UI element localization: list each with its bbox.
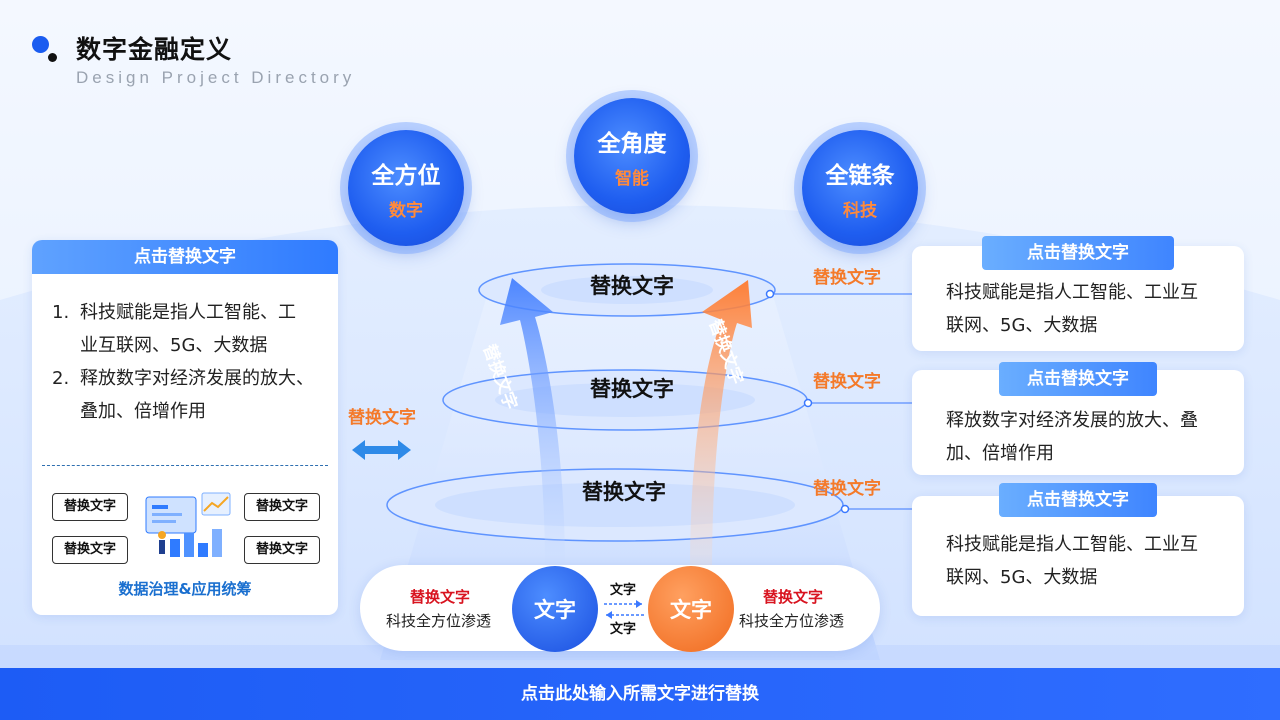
right-label-middle: 替换文字 — [813, 372, 881, 392]
left-card-caption: 数据治理&应用统筹 — [118, 580, 252, 598]
right-label-top: 替换文字 — [813, 268, 881, 288]
tag-top-left[interactable]: 替换文字 — [52, 493, 128, 521]
circle-all-chain: 全链条 科技 — [802, 130, 918, 246]
list-line: 业互联网、5G、大数据 — [80, 335, 268, 356]
right-card-1: 点击替换文字 科技赋能是指人工智能、工业互 联网、5G、大数据 — [912, 236, 1244, 351]
tag-bottom-left[interactable]: 替换文字 — [52, 536, 128, 564]
exchange-top-label: 文字 — [610, 583, 637, 598]
right-card-line: 科技赋能是指人工智能、工业互 — [946, 282, 1198, 303]
left-info-card: 点击替换文字 1. 科技赋能是指人工智能、工 业互联网、5G、大数据 2. 释放… — [32, 240, 338, 615]
layer-label-bottom: 替换文字 — [582, 480, 666, 504]
right-card-header[interactable]: 点击替换文字 — [999, 362, 1157, 396]
circle-main-label: 全角度 — [597, 130, 667, 157]
circle-sub-label: 数字 — [389, 200, 423, 221]
side-label-left: 替换文字 — [348, 408, 416, 428]
right-card-line: 联网、5G、大数据 — [946, 315, 1098, 336]
right-label-bottom: 替换文字 — [813, 479, 881, 499]
list-item: 2. 释放数字对经济发展的放大、 叠加、倍增作用 — [52, 362, 332, 428]
list-number: 2. — [52, 368, 70, 389]
right-card-line: 释放数字对经济发展的放大、叠 — [946, 410, 1198, 431]
bottom-circle-blue: 文字 — [512, 566, 598, 652]
right-card-text: 科技赋能是指人工智能、工业互 联网、5G、大数据 — [946, 276, 1198, 342]
circle-main-label: 全方位 — [371, 162, 441, 189]
layer-label-top: 替换文字 — [590, 274, 674, 298]
right-card-line: 加、倍增作用 — [946, 443, 1054, 464]
left-card-header[interactable]: 点击替换文字 — [32, 240, 338, 274]
exchange-bottom-label: 文字 — [610, 622, 637, 637]
list-line: 释放数字对经济发展的放大、 — [80, 368, 314, 389]
list-number: 1. — [52, 302, 70, 323]
tag-top-right[interactable]: 替换文字 — [244, 493, 320, 521]
right-card-3: 点击替换文字 科技赋能是指人工智能、工业互 联网、5G、大数据 — [912, 483, 1244, 616]
left-card-list: 1. 科技赋能是指人工智能、工 业互联网、5G、大数据 2. 释放数字对经济发展… — [52, 296, 332, 428]
circle-sub-label: 科技 — [843, 200, 877, 221]
exchange-arrows-icon — [604, 600, 644, 619]
right-card-header[interactable]: 点击替换文字 — [999, 483, 1157, 517]
circle-all-angle: 全角度 智能 — [574, 98, 690, 214]
right-card-line: 联网、5G、大数据 — [946, 567, 1098, 588]
data-governance-illustration — [145, 492, 231, 557]
title-dot-dark — [48, 53, 57, 62]
list-item: 1. 科技赋能是指人工智能、工 业互联网、5G、大数据 — [52, 296, 332, 362]
bottom-right-text: 科技全方位渗透 — [739, 612, 845, 630]
circle-all-direction: 全方位 数字 — [348, 130, 464, 246]
page-subtitle: Design Project Directory — [76, 68, 356, 87]
list-line: 叠加、倍增作用 — [80, 401, 206, 422]
circle-sub-label: 智能 — [615, 168, 649, 189]
circle-main-label: 全链条 — [825, 162, 895, 189]
bottom-right-title: 替换文字 — [763, 588, 824, 606]
list-line: 科技赋能是指人工智能、工 — [80, 302, 296, 323]
bottom-left-text: 科技全方位渗透 — [386, 612, 492, 630]
right-card-2: 点击替换文字 释放数字对经济发展的放大、叠 加、倍增作用 — [912, 362, 1244, 475]
dashed-divider — [42, 465, 328, 466]
right-card-header[interactable]: 点击替换文字 — [982, 236, 1174, 270]
tag-bottom-right[interactable]: 替换文字 — [244, 536, 320, 564]
title-dot-blue — [32, 36, 49, 53]
right-card-text: 释放数字对经济发展的放大、叠 加、倍增作用 — [946, 404, 1198, 470]
right-card-line: 科技赋能是指人工智能、工业互 — [946, 534, 1198, 555]
bottom-left-title: 替换文字 — [410, 588, 471, 606]
right-card-text: 科技赋能是指人工智能、工业互 联网、5G、大数据 — [946, 528, 1198, 594]
layer-label-middle: 替换文字 — [590, 377, 674, 401]
bottom-pill — [360, 565, 880, 651]
bottom-circle-orange: 文字 — [648, 566, 734, 652]
page-title: 数字金融定义 — [76, 35, 233, 64]
footer-input-bar[interactable]: 点击此处输入所需文字进行替换 — [0, 668, 1280, 720]
